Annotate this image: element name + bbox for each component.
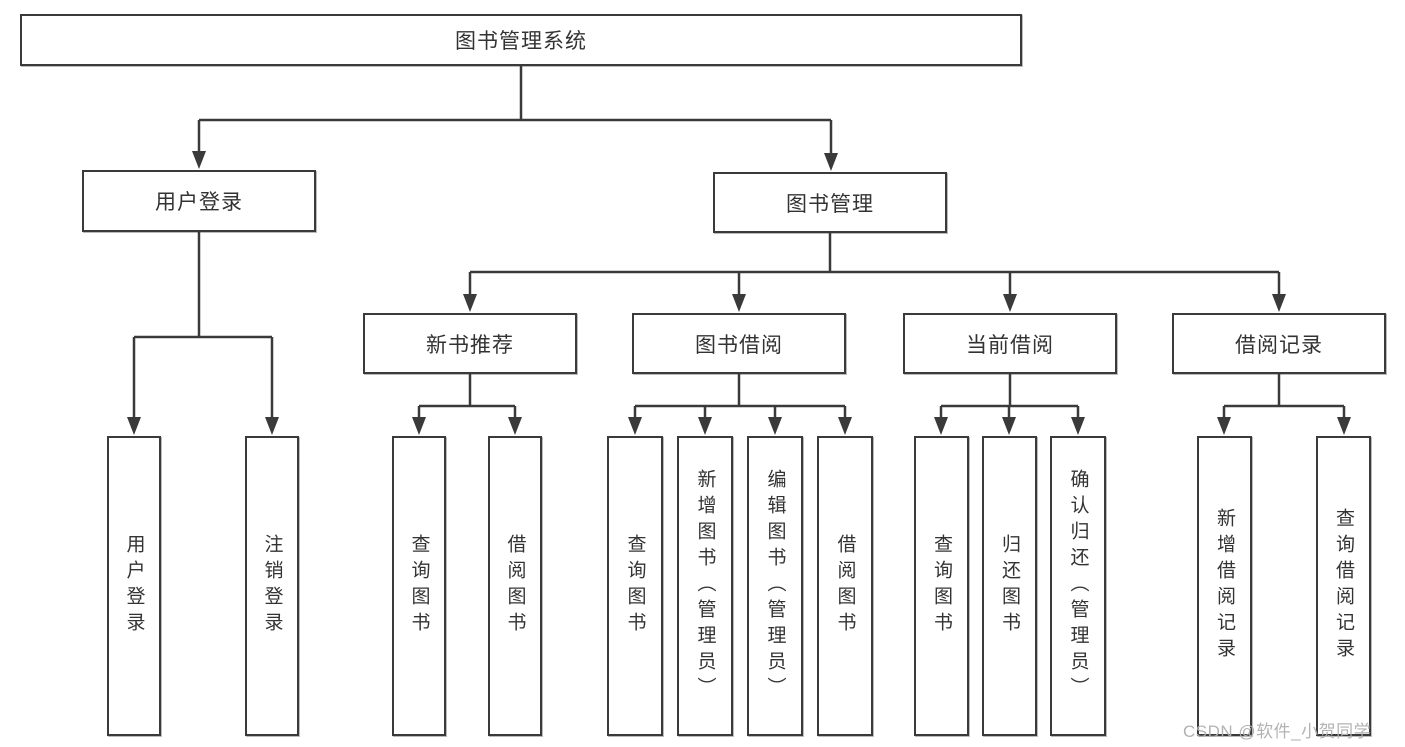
leaf-br-query-record-label: 查询借阅记录 bbox=[1333, 508, 1354, 664]
leaf-br-add-record-label: 新增借阅记录 bbox=[1214, 508, 1235, 664]
node-user-login-label: 用户登录 bbox=[155, 191, 243, 214]
node-borrow-record-label: 借阅记录 bbox=[1235, 333, 1323, 357]
leaf-logout-label: 注销登录 bbox=[261, 534, 283, 638]
node-borrow-record: 借阅记录 bbox=[1172, 313, 1386, 374]
leaf-logout: 注销登录 bbox=[245, 436, 299, 736]
node-current-borrow-label: 当前借阅 bbox=[966, 333, 1054, 357]
node-book-borrow: 图书借阅 bbox=[632, 313, 846, 374]
leaf-bb-add-book-admin: 新增图书（管理员） bbox=[677, 436, 733, 736]
leaf-nbr-borrow-book-label: 借阅图书 bbox=[504, 534, 526, 638]
leaf-bb-query-book-label: 查询图书 bbox=[624, 534, 646, 638]
node-book-borrow-label: 图书借阅 bbox=[695, 333, 783, 357]
watermark: CSDN @软件_小贺同学 bbox=[1183, 722, 1372, 741]
node-book-management-label: 图书管理 bbox=[786, 192, 874, 216]
leaf-nbr-borrow-book: 借阅图书 bbox=[488, 436, 542, 736]
leaf-bb-add-book-admin-label: 新增图书（管理员） bbox=[694, 469, 716, 703]
node-current-borrow: 当前借阅 bbox=[903, 313, 1117, 374]
node-new-book-recommend: 新书推荐 bbox=[363, 313, 577, 374]
leaf-cb-query-book: 查询图书 bbox=[914, 436, 969, 736]
edge-new-book-recommend-split bbox=[412, 374, 522, 435]
leaf-bb-borrow-book: 借阅图书 bbox=[817, 436, 873, 736]
leaf-br-query-record: 查询借阅记录 bbox=[1316, 436, 1371, 736]
node-new-book-recommend-label: 新书推荐 bbox=[426, 333, 514, 357]
leaf-bb-borrow-book-label: 借阅图书 bbox=[834, 534, 856, 638]
node-book-management: 图书管理 bbox=[713, 172, 947, 233]
edge-book-borrow-split bbox=[628, 374, 852, 435]
node-root-label: 图书管理系统 bbox=[455, 30, 587, 53]
leaf-user-login: 用户登录 bbox=[107, 436, 161, 736]
leaf-cb-confirm-return-admin: 确认归还（管理员） bbox=[1050, 436, 1106, 736]
leaf-bb-edit-book-admin: 编辑图书（管理员） bbox=[747, 436, 803, 736]
leaf-br-add-record: 新增借阅记录 bbox=[1197, 436, 1252, 736]
leaf-user-login-label: 用户登录 bbox=[123, 534, 145, 638]
leaf-cb-query-book-label: 查询图书 bbox=[931, 534, 952, 638]
edge-current-borrow-split bbox=[934, 374, 1085, 435]
node-user-login: 用户登录 bbox=[82, 170, 316, 232]
leaf-cb-return-book: 归还图书 bbox=[982, 436, 1037, 736]
edge-borrow-record-split bbox=[1217, 374, 1351, 435]
leaf-cb-confirm-return-admin-label: 确认归还（管理员） bbox=[1067, 469, 1089, 703]
edge-book-management-split bbox=[463, 233, 1286, 312]
node-root: 图书管理系统 bbox=[20, 14, 1022, 66]
edge-root-split bbox=[192, 66, 838, 171]
leaf-nbr-query-book: 查询图书 bbox=[392, 436, 446, 736]
leaf-bb-query-book: 查询图书 bbox=[607, 436, 663, 736]
edge-user-login-split bbox=[127, 232, 279, 435]
leaf-cb-return-book-label: 归还图书 bbox=[999, 534, 1020, 638]
leaf-bb-edit-book-admin-label: 编辑图书（管理员） bbox=[764, 469, 786, 703]
leaf-nbr-query-book-label: 查询图书 bbox=[408, 534, 430, 638]
